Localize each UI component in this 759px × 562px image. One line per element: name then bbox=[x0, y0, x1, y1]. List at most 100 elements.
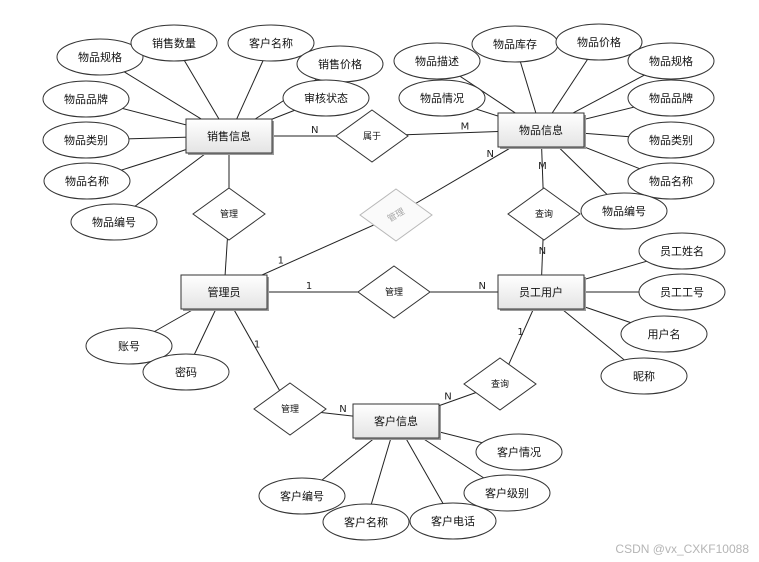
cardinality-label: N bbox=[539, 246, 546, 257]
attribute-label: 物品规格 bbox=[649, 54, 693, 68]
attribute-s6: 审核状态 bbox=[282, 79, 370, 117]
attribute-label: 物品类别 bbox=[649, 133, 693, 147]
attribute-label: 客户编号 bbox=[280, 489, 324, 503]
attribute-i4: 物品规格 bbox=[627, 42, 715, 80]
cardinality-label: 1 bbox=[278, 256, 284, 267]
attribute-i5: 物品情况 bbox=[398, 79, 486, 117]
relationship-label: 管理 bbox=[385, 286, 403, 298]
attribute-ellipse bbox=[42, 80, 130, 118]
attribute-s8: 物品名称 bbox=[43, 162, 131, 200]
relationship-label: 查询 bbox=[491, 378, 509, 390]
attribute-label: 物品类别 bbox=[64, 133, 108, 147]
attribute-s3: 客户名称 bbox=[227, 24, 315, 62]
attribute-ellipse bbox=[580, 192, 668, 230]
attribute-i7: 物品类别 bbox=[627, 121, 715, 159]
attribute-i1: 物品描述 bbox=[393, 42, 481, 80]
attribute-ellipse bbox=[638, 232, 726, 270]
entity-customer: 客户信息 bbox=[352, 403, 441, 440]
attribute-ellipse bbox=[227, 24, 315, 62]
attribute-ellipse bbox=[627, 79, 715, 117]
entity-label: 管理员 bbox=[208, 285, 241, 299]
relationship-r_manage_staff: 管理 bbox=[357, 265, 431, 319]
attribute-ellipse bbox=[620, 315, 708, 353]
attribute-label: 审核状态 bbox=[304, 91, 348, 105]
cardinality-label: N bbox=[339, 404, 346, 415]
attribute-label: 客户电话 bbox=[431, 514, 475, 528]
attribute-label: 账号 bbox=[118, 340, 140, 353]
attribute-ellipse bbox=[258, 477, 346, 515]
relationship-diamond bbox=[192, 187, 266, 241]
attribute-label: 物品名称 bbox=[65, 174, 109, 188]
relationship-label: 管理 bbox=[281, 403, 299, 415]
attribute-label: 销售数量 bbox=[152, 36, 196, 50]
attribute-label: 物品编号 bbox=[602, 204, 646, 218]
entity-box bbox=[180, 274, 268, 310]
attribute-ellipse bbox=[398, 79, 486, 117]
attribute-label: 客户级别 bbox=[485, 486, 529, 500]
attribute-s7: 物品类别 bbox=[42, 121, 130, 159]
relationship-label: 属于 bbox=[363, 131, 381, 142]
relationship-r_query_item: 查询 bbox=[507, 187, 581, 241]
attribute-ellipse bbox=[322, 503, 410, 541]
cardinality-label: 1 bbox=[306, 281, 312, 292]
attribute-label: 物品编号 bbox=[92, 215, 136, 229]
cardinality-label: M bbox=[461, 122, 470, 133]
attribute-s9: 物品编号 bbox=[70, 203, 158, 241]
attribute-label: 密码 bbox=[175, 365, 197, 379]
attribute-label: 物品价格 bbox=[577, 35, 621, 49]
attribute-i3: 物品价格 bbox=[555, 23, 643, 61]
attribute-c5: 客户电话 bbox=[409, 502, 497, 540]
attribute-ellipse bbox=[627, 162, 715, 200]
entity-item: 物品信息 bbox=[497, 112, 586, 149]
attribute-s4: 销售价格 bbox=[296, 45, 384, 83]
cardinality-label: N bbox=[487, 149, 494, 160]
relationship-diamond bbox=[335, 109, 409, 163]
attribute-i2: 物品库存 bbox=[471, 25, 559, 63]
attribute-i8: 物品名称 bbox=[627, 162, 715, 200]
attribute-label: 客户名称 bbox=[249, 36, 293, 50]
cardinality-label: N bbox=[478, 281, 485, 292]
attribute-label: 物品品牌 bbox=[649, 91, 693, 105]
attribute-label: 物品库存 bbox=[493, 37, 537, 51]
attribute-s2: 销售数量 bbox=[130, 24, 218, 62]
attribute-label: 销售价格 bbox=[318, 57, 362, 71]
attribute-ellipse bbox=[627, 121, 715, 159]
relationship-label: 管理 bbox=[220, 208, 238, 220]
entity-staff: 员工用户 bbox=[497, 274, 586, 311]
attribute-ellipse bbox=[85, 327, 173, 365]
entity-sales: 销售信息 bbox=[185, 118, 274, 155]
entity-label: 销售信息 bbox=[207, 129, 251, 143]
attribute-label: 物品描述 bbox=[415, 54, 459, 68]
entity-box bbox=[497, 112, 585, 148]
attribute-u2: 员工工号 bbox=[638, 273, 726, 311]
attribute-ellipse bbox=[70, 203, 158, 241]
attribute-c3: 客户级别 bbox=[463, 474, 551, 512]
attribute-i9: 物品编号 bbox=[580, 192, 668, 230]
attribute-label: 用户名 bbox=[648, 327, 681, 341]
attribute-ellipse bbox=[142, 353, 230, 391]
cardinality-label: 1 bbox=[254, 340, 260, 351]
cardinality-label: 1 bbox=[517, 327, 523, 338]
attribute-s5: 物品品牌 bbox=[42, 80, 130, 118]
cardinality-label: N bbox=[444, 392, 451, 403]
cardinality-label: N bbox=[311, 125, 318, 136]
attribute-ellipse bbox=[56, 38, 144, 76]
relationship-r_manage_sales: 管理 bbox=[192, 187, 266, 241]
relationship-edge bbox=[223, 291, 291, 410]
entity-box bbox=[352, 403, 440, 439]
attribute-label: 客户名称 bbox=[344, 515, 388, 529]
attribute-ellipse bbox=[555, 23, 643, 61]
entity-label: 员工用户 bbox=[519, 285, 563, 299]
entity-admin: 管理员 bbox=[180, 274, 269, 311]
relationship-diamond bbox=[253, 382, 327, 436]
attribute-ellipse bbox=[600, 357, 688, 395]
attribute-ellipse bbox=[463, 474, 551, 512]
attribute-ellipse bbox=[409, 502, 497, 540]
attribute-a1: 账号 bbox=[85, 327, 173, 365]
attribute-c2: 客户编号 bbox=[258, 477, 346, 515]
attribute-label: 客户情况 bbox=[497, 445, 541, 459]
entity-label: 物品信息 bbox=[519, 123, 563, 137]
attribute-c1: 客户情况 bbox=[475, 433, 563, 471]
attribute-label: 物品规格 bbox=[78, 50, 122, 64]
attribute-u3: 用户名 bbox=[620, 315, 708, 353]
